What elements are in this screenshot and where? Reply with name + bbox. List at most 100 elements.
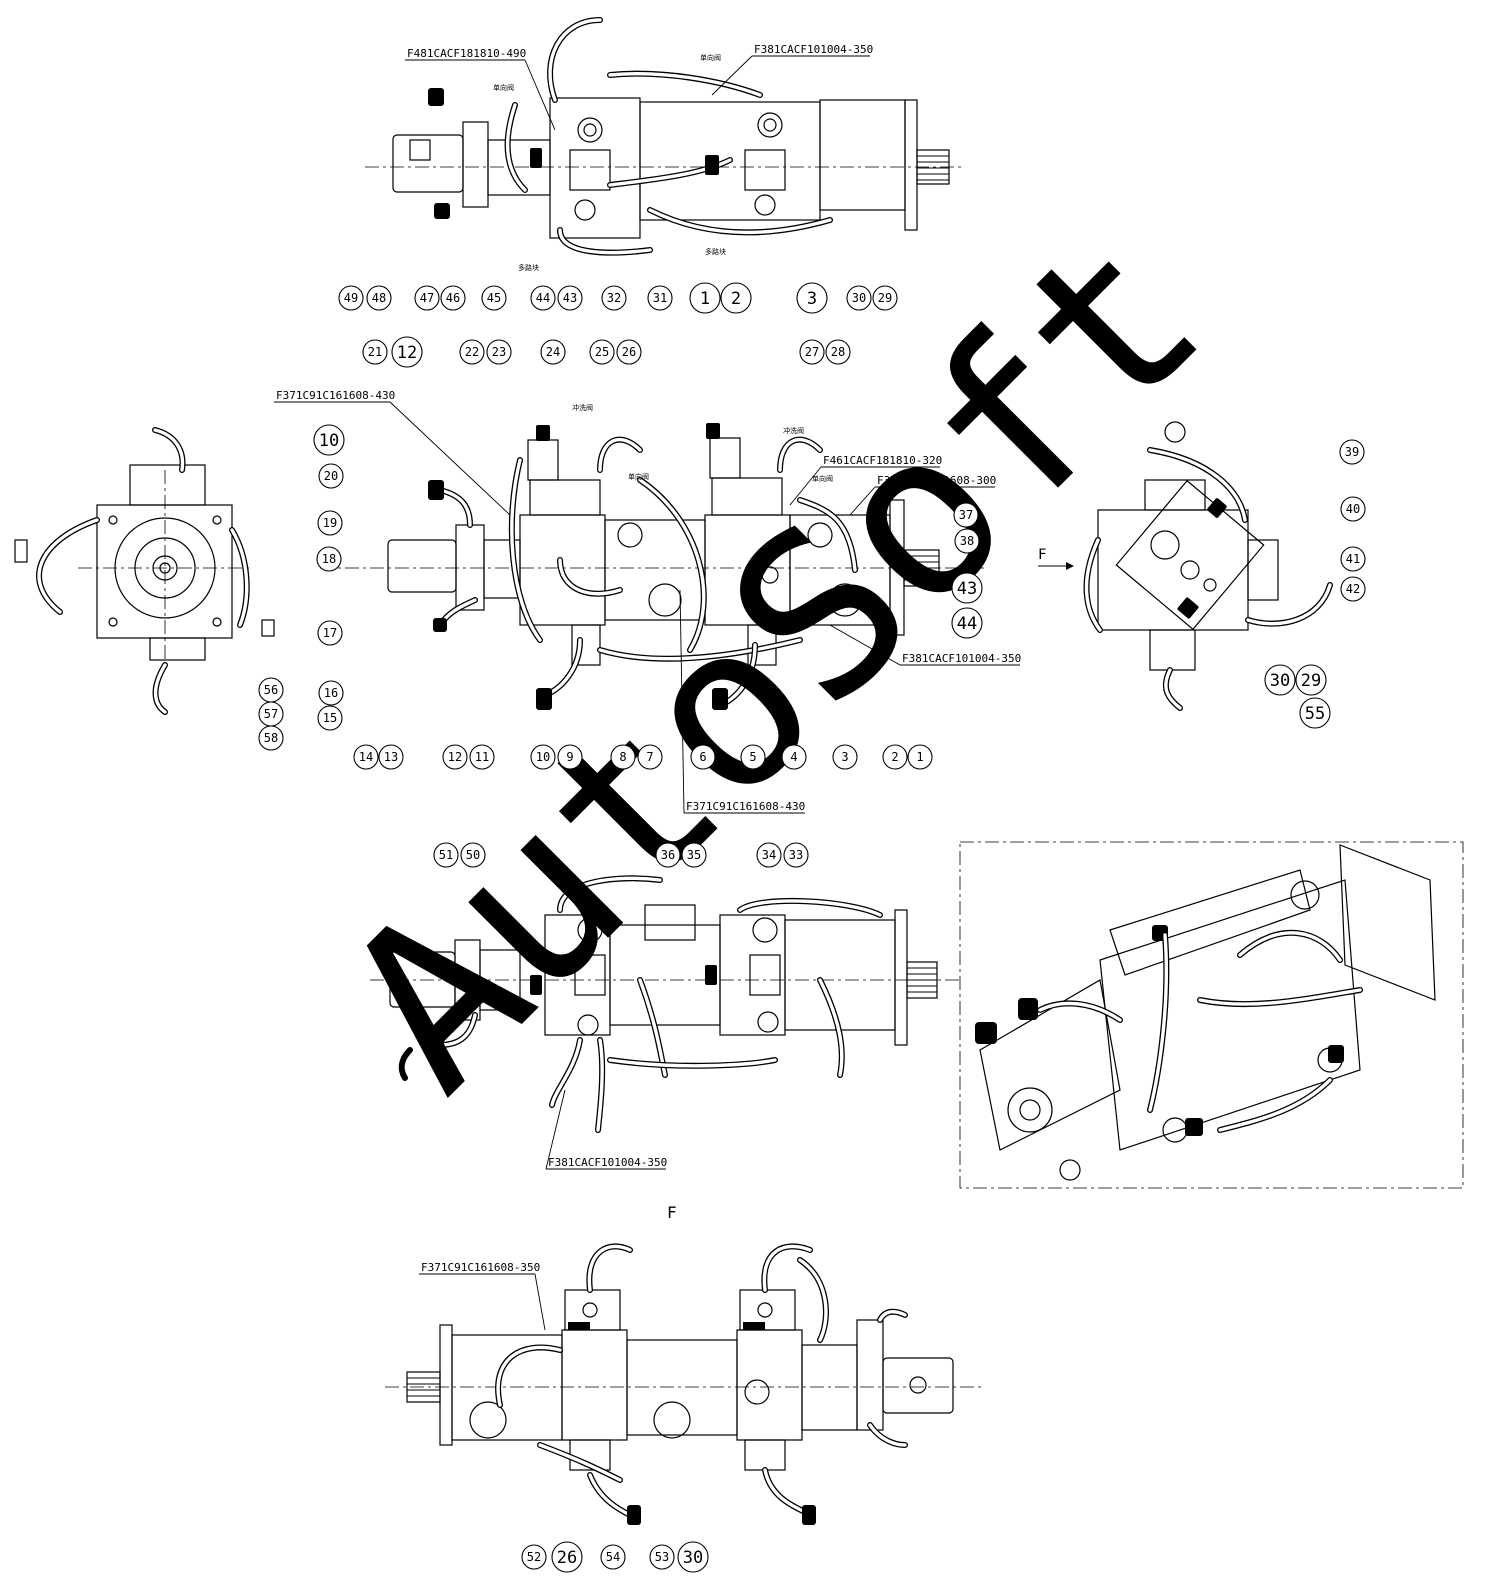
callout-number: 7 — [646, 750, 653, 764]
callout-lower-view-36: 36 — [655, 842, 681, 868]
view-arrow-f-label: F — [1038, 547, 1046, 563]
callout-bottom-view-26: 26 — [551, 1541, 583, 1573]
callout-lower-view-51: 51 — [433, 842, 459, 868]
callout-number: 58 — [264, 731, 278, 745]
callout-right-end-view-40: 40 — [1340, 496, 1366, 522]
callout-lower-view-34: 34 — [756, 842, 782, 868]
callout-number: 52 — [527, 1550, 541, 1564]
callout-number: 1 — [916, 750, 923, 764]
callout-bottom-view-53: 53 — [649, 1544, 675, 1570]
callout-circle — [1264, 664, 1296, 696]
view-labels: F F — [667, 547, 1074, 1222]
callout-main-view-bottom-7: 7 — [637, 744, 663, 770]
callout-circle — [601, 285, 627, 311]
note-check-valve-main-2: 单向阀 — [812, 474, 833, 483]
part-code-main-hose-right-b: F371C91C161608-300 — [877, 474, 996, 487]
callout-number: 2 — [731, 289, 741, 309]
callout-main-view-bottom-10: 10 — [530, 744, 556, 770]
callout-circle — [557, 744, 583, 770]
callout-number: 43 — [957, 579, 977, 599]
callout-number: 29 — [878, 291, 892, 305]
callout-circle — [258, 725, 284, 751]
callout-main-view-top-24: 24 — [540, 339, 566, 365]
callout-number: 44 — [536, 291, 550, 305]
callout-number: 14 — [359, 750, 373, 764]
callout-main-view-left-17: 17 — [317, 620, 343, 646]
callout-number: 55 — [1305, 704, 1325, 724]
callout-number: 27 — [805, 345, 819, 359]
callout-circle — [366, 285, 392, 311]
bottom-spline-lines — [407, 1377, 440, 1397]
callout-number: 45 — [487, 291, 501, 305]
isometric-frame — [959, 841, 1464, 1189]
callout-circle — [677, 1541, 709, 1573]
callout-main-view-top-27: 27 — [799, 339, 825, 365]
note-flush-valve-1: 冲洗阀 — [572, 403, 593, 412]
callout-number: 10 — [319, 431, 339, 451]
callout-circle — [872, 285, 898, 311]
top-view — [365, 17, 965, 256]
right-end-view — [1083, 421, 1333, 711]
callout-circle — [832, 744, 858, 770]
callout-circle — [530, 744, 556, 770]
callout-circle — [433, 842, 459, 868]
note-check-valve-top-2: 单向阀 — [700, 53, 721, 62]
callout-circle — [362, 339, 388, 365]
isometric-view — [959, 841, 1464, 1189]
callout-circle — [318, 463, 344, 489]
callout-number: 18 — [322, 552, 336, 566]
callout-circle — [1339, 439, 1365, 465]
callout-circle — [781, 744, 807, 770]
callout-circle — [882, 744, 908, 770]
callout-number: 46 — [446, 291, 460, 305]
callout-number: 34 — [762, 848, 776, 862]
callout-main-view-left-10: 10 — [313, 424, 345, 456]
callout-number: 31 — [653, 291, 667, 305]
callout-circle — [740, 744, 766, 770]
callout-main-view-bottom-13: 13 — [378, 744, 404, 770]
callout-main-view-bottom-2: 2 — [882, 744, 908, 770]
lower-view — [370, 875, 960, 1133]
callout-number: 51 — [439, 848, 453, 862]
callout-circle — [316, 546, 342, 572]
callout-circle — [600, 1544, 626, 1570]
callout-circle — [481, 285, 507, 311]
callout-circle — [469, 744, 495, 770]
callout-number: 10 — [536, 750, 550, 764]
callout-top-view-49: 49 — [338, 285, 364, 311]
callout-top-view-29: 29 — [872, 285, 898, 311]
main-spline-lines — [904, 555, 939, 581]
callout-circle — [799, 339, 825, 365]
callout-circle — [647, 285, 673, 311]
callout-number: 49 — [344, 291, 358, 305]
callout-circle — [521, 1544, 547, 1570]
callout-circle — [338, 285, 364, 311]
main-view — [320, 423, 985, 710]
part-code-lower-hose: F381CACF101004-350 — [548, 1156, 667, 1169]
callout-number: 40 — [1346, 502, 1360, 516]
callout-circle — [378, 744, 404, 770]
callout-circle — [1295, 664, 1327, 696]
callout-circle — [681, 842, 707, 868]
callout-circle — [414, 285, 440, 311]
callout-number: 48 — [372, 291, 386, 305]
note-flush-valve-2: 冲洗阀 — [783, 426, 804, 435]
callout-number: 21 — [368, 345, 382, 359]
callout-number: 53 — [655, 1550, 669, 1564]
callout-main-view-left-16: 16 — [318, 680, 344, 706]
callout-main-view-top-21: 21 — [362, 339, 388, 365]
callout-right-end-view-55: 55 — [1299, 697, 1331, 729]
callout-top-view-46: 46 — [440, 285, 466, 311]
callout-number: 20 — [324, 469, 338, 483]
bottom-view — [385, 1243, 985, 1525]
callout-main-view-bottom-4: 4 — [781, 744, 807, 770]
callout-top-view-43: 43 — [557, 285, 583, 311]
callout-number: 30 — [683, 1548, 703, 1568]
callout-number: 13 — [384, 750, 398, 764]
callout-number: 37 — [959, 508, 973, 522]
callout-top-view-32: 32 — [601, 285, 627, 311]
callout-main-view-bottom-1: 1 — [907, 744, 933, 770]
callout-circle — [953, 502, 979, 528]
callout-number: 39 — [1345, 445, 1359, 459]
